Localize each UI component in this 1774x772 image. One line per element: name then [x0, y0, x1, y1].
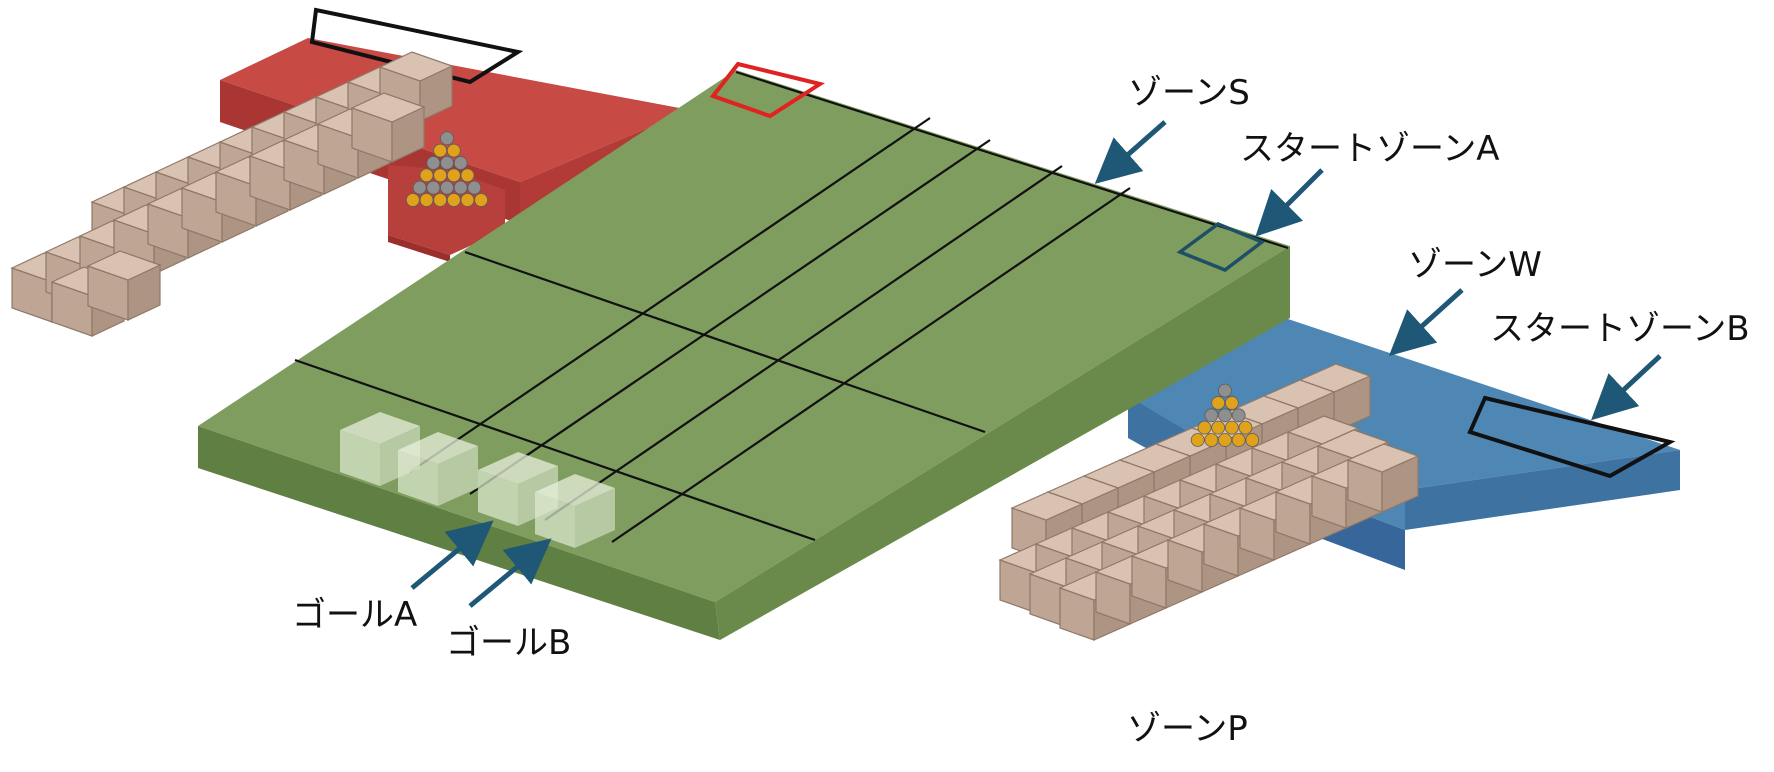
label-start-zone-a: スタートゾーンA — [1240, 129, 1500, 169]
wall-cube-top — [350, 92, 426, 123]
arrow-goal-b — [468, 538, 552, 608]
ball — [1190, 433, 1205, 447]
goal-box — [398, 432, 478, 506]
ball-pyramid-red-zone — [405, 131, 489, 207]
zone-s-field — [198, 61, 1290, 640]
ball — [433, 168, 448, 183]
ball — [453, 180, 468, 195]
red-zone-pocket-front — [388, 235, 450, 262]
wall-cube-top — [1316, 429, 1390, 459]
ball-pyramid-blue-zone — [1190, 383, 1260, 447]
ball — [1231, 408, 1246, 423]
ball — [419, 193, 434, 207]
wall-cube-top — [86, 250, 162, 281]
red-zone-top — [220, 38, 690, 182]
label-start-zone-b: スタートゾーンB — [1490, 309, 1750, 349]
ball — [1231, 433, 1246, 447]
label-goal-b: ゴールB — [446, 623, 571, 663]
ball — [446, 143, 461, 158]
ball — [1204, 433, 1219, 447]
ball — [1245, 433, 1260, 447]
ball — [426, 180, 441, 195]
ball — [440, 131, 454, 146]
callout-arrows — [410, 120, 1662, 608]
label-zone-w: ゾーンW — [1408, 245, 1542, 285]
ball — [405, 193, 420, 207]
label-zone-s: ゾーンS — [1128, 73, 1250, 113]
arrow-zone-w — [1388, 288, 1464, 357]
arrow-start-zone-a — [1255, 168, 1324, 237]
ball — [1224, 396, 1239, 410]
ball — [467, 180, 482, 195]
wall-cube-top — [1010, 491, 1084, 521]
ball — [412, 180, 427, 195]
left-wall — [10, 51, 454, 337]
ball — [1238, 420, 1253, 435]
blue-zone-front — [1405, 450, 1680, 530]
ball — [433, 143, 448, 158]
ball — [460, 168, 475, 183]
field-lines — [294, 70, 1289, 543]
ball — [474, 193, 489, 207]
ball — [1218, 433, 1232, 447]
ball — [440, 180, 454, 195]
ball — [1211, 420, 1226, 435]
arrow-goal-a — [410, 520, 494, 590]
arrow-zone-s — [1094, 120, 1167, 184]
label-goal-a: ゴールA — [292, 595, 417, 635]
ball — [1204, 408, 1219, 423]
wall-cube-top — [1286, 415, 1360, 445]
ball — [446, 168, 461, 183]
ball — [1197, 420, 1212, 435]
ball — [1224, 420, 1239, 435]
ball — [453, 156, 468, 170]
ball — [1218, 408, 1232, 423]
ball — [460, 193, 475, 207]
start-zone-b-outline — [1467, 395, 1676, 479]
start-zone-a-outline — [1176, 222, 1266, 272]
ball — [440, 156, 454, 170]
ball — [1211, 396, 1226, 410]
wall-cube-top — [1346, 443, 1420, 473]
label-zone-p: ゾーンP — [1127, 709, 1248, 749]
ball — [1218, 383, 1232, 398]
goal-box — [535, 474, 615, 548]
ball — [433, 193, 448, 207]
ball — [446, 193, 461, 207]
ball — [419, 168, 434, 183]
goals — [340, 412, 615, 548]
red-marker-square — [709, 61, 826, 119]
start-zone-red-outline — [309, 7, 524, 85]
wall-cube-top — [378, 51, 454, 82]
ball — [426, 156, 441, 170]
arrow-start-zone-b — [1591, 354, 1662, 421]
zone-s-side-right — [715, 246, 1290, 640]
